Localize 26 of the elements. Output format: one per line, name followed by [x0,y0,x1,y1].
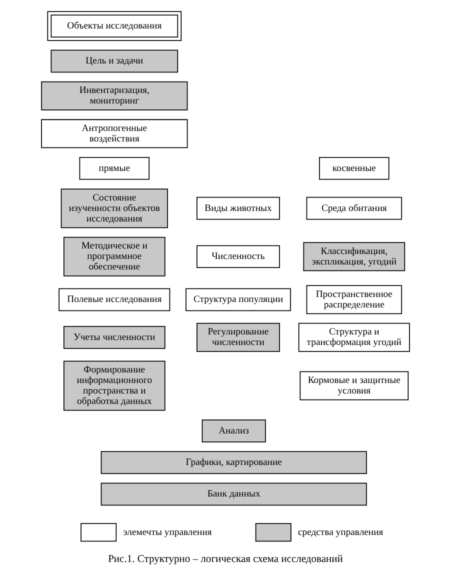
node-box: Пространственное распределение [306,285,402,314]
node-box: Состояние изученности объектов исследования [60,188,168,228]
node-box: Классификация, экспликация, угодий [302,242,405,272]
node-box: Цель и задачи [50,50,178,73]
node-box: Численность [196,245,280,268]
node-box: Графики, картирование [100,451,366,474]
node-box: Среда обитания [306,196,402,220]
node-box: Инвентаризация, мониторинг [40,81,188,110]
node-box: Анализ [201,420,266,442]
legend-label: средства управления [297,526,383,538]
node-box: Банк данных [100,482,366,506]
node-box: прямые [78,156,150,180]
node-box: Антропогенные воздействия [40,119,188,148]
node-box: Кормовые и защитные условия [299,371,408,400]
node-box: Объекты исследования [46,11,182,42]
caption: Рис.1. Структурно – логическая схема исследований [108,554,342,565]
node-box: Структура и трансформация угодий [298,322,410,352]
node-box: Методическое и программное обеспечение [62,236,165,276]
node-box: Виды животных [196,196,280,220]
node-box: Формирование информационного пространства и обработка данных [62,360,165,411]
node-box: косвенные [318,156,389,180]
node-box: Регулирование численности [196,322,280,352]
legend-label: элемечты управления [122,526,212,538]
node-box: Структура популяции [185,288,290,312]
node-box: Учеты численности [62,326,165,349]
node-box: Полевые исследования [58,288,170,312]
